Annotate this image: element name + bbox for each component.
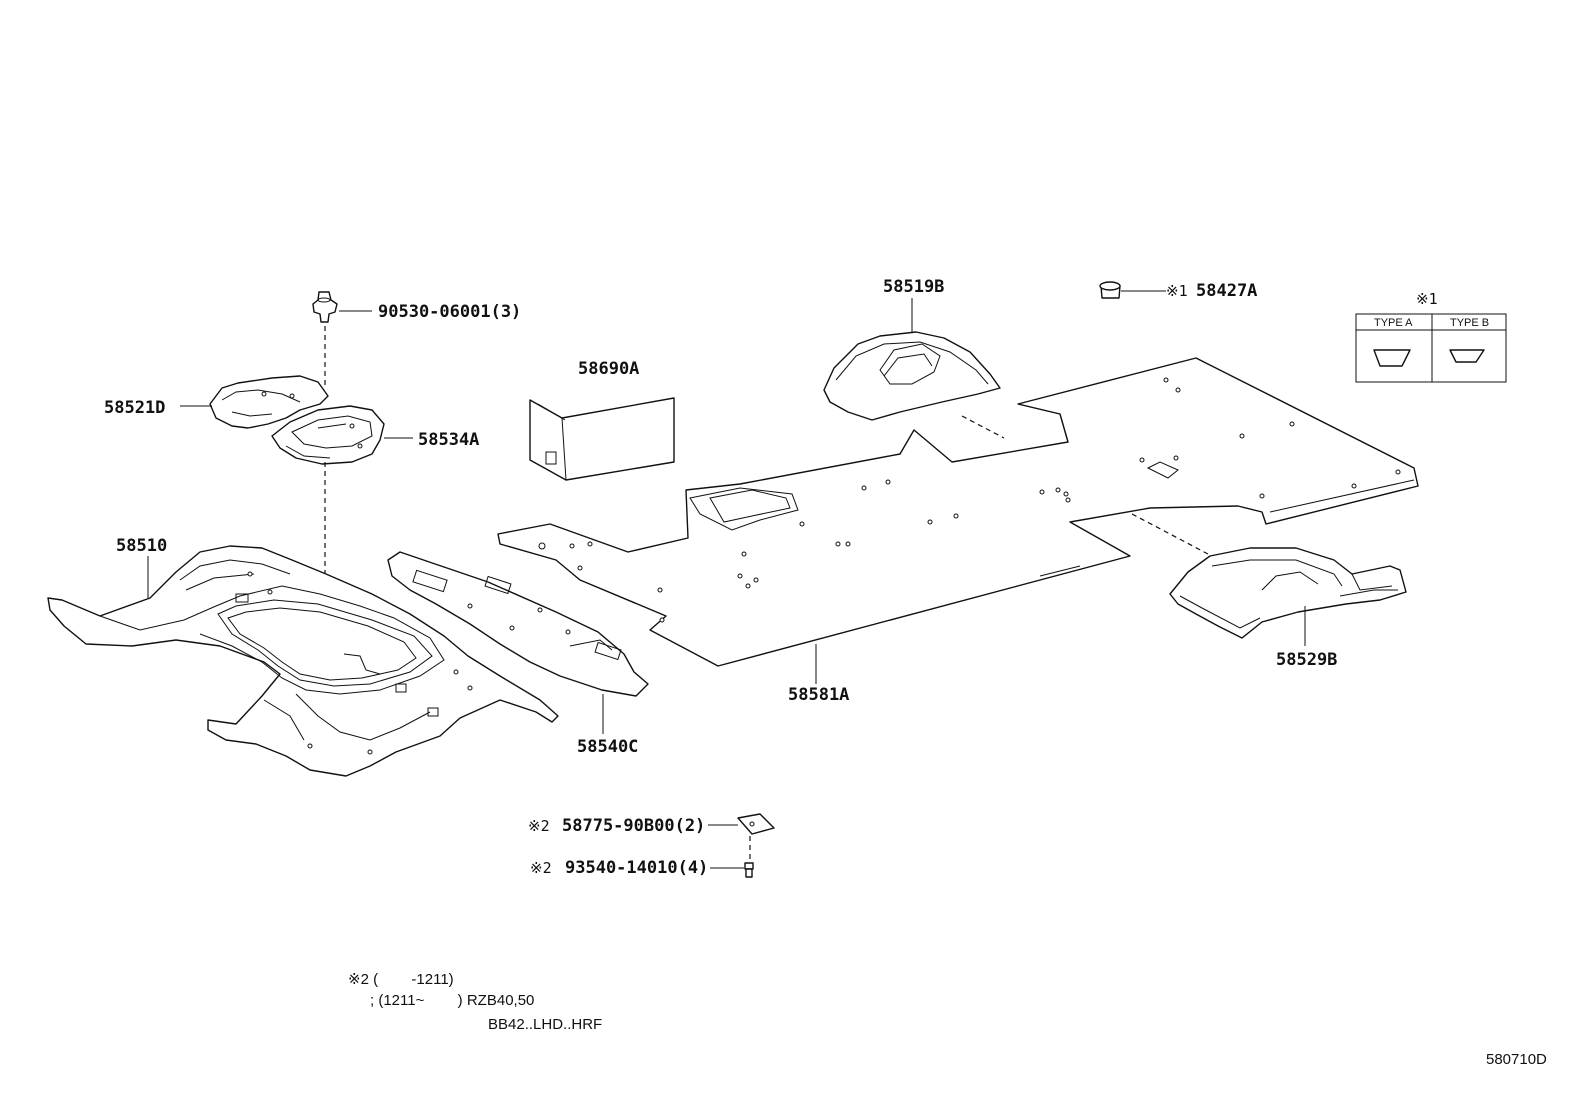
- part-58519B-icon: [823, 331, 1001, 421]
- part-58521D-icon: [209, 375, 329, 429]
- label-58534A: 58534A: [418, 430, 479, 450]
- type-a-plug-icon: [1373, 349, 1411, 367]
- clip-fastener-icon: [312, 291, 338, 323]
- mark-58427A: ※1: [1166, 282, 1188, 300]
- plug-58427A-icon: [1099, 281, 1121, 299]
- diagram-id: 580710D: [1486, 1051, 1547, 1068]
- type-table: ※1 TYPE A TYPE B: [1355, 290, 1507, 383]
- label-58519B: 58519B: [883, 277, 944, 297]
- type-table-mark: ※1: [1416, 290, 1438, 308]
- part-58540C-icon: [387, 551, 649, 697]
- part-58581A-icon: [497, 357, 1419, 667]
- type-a-header: TYPE A: [1374, 317, 1413, 329]
- screw-icon: [744, 862, 754, 878]
- part-58690A-icon: [529, 397, 675, 481]
- footnote-line-3: BB42..LHD..HRF: [488, 1016, 602, 1033]
- mark-93540-14010: ※2: [530, 859, 552, 877]
- label-58690A: 58690A: [578, 359, 639, 379]
- part-58534A-icon: [271, 405, 385, 465]
- label-58581A: 58581A: [788, 685, 849, 705]
- label-58427A: 58427A: [1196, 281, 1257, 301]
- label-58540C: 58540C: [577, 737, 638, 757]
- label-58510: 58510: [116, 536, 167, 556]
- bracket-icon: [737, 813, 775, 835]
- footnote-line-1: ※2 ( -1211): [348, 971, 454, 988]
- part-58510-icon: [47, 545, 559, 777]
- type-b-header: TYPE B: [1450, 317, 1489, 329]
- label-58775-90B00: 58775-90B00(2): [562, 816, 705, 836]
- label-58521D: 58521D: [104, 398, 165, 418]
- part-58529B-icon: [1169, 547, 1407, 639]
- mark-58775-90B00: ※2: [528, 817, 550, 835]
- type-b-plug-icon: [1449, 349, 1485, 363]
- label-93540-14010: 93540-14010(4): [565, 858, 708, 878]
- label-90530-06001: 90530-06001(3): [378, 302, 521, 322]
- label-58529B: 58529B: [1276, 650, 1337, 670]
- footnote-line-2: ; (1211~ ) RZB40,50: [370, 992, 534, 1009]
